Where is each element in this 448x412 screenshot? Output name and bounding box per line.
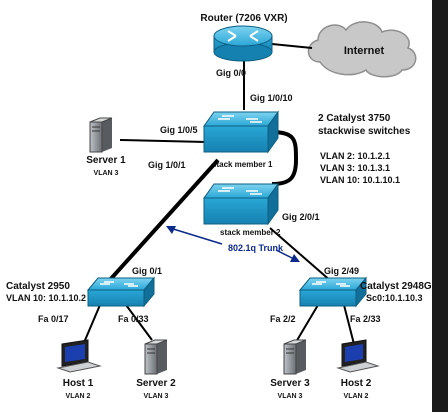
link-router-internet	[271, 43, 313, 49]
server-3-icon	[283, 339, 307, 375]
link-server1-stack	[119, 139, 207, 143]
host-1-laptop-icon	[56, 339, 102, 373]
stack-member-1-label: stack member 1	[212, 160, 273, 169]
stackwise-cable	[269, 130, 299, 186]
trunk-link-2950	[106, 158, 220, 284]
server-1-vlan: VLAN 3	[94, 170, 119, 177]
trunk-arrowhead-left	[166, 226, 176, 234]
link-2950-server2	[125, 304, 153, 341]
stack-member-2-icon	[203, 182, 279, 226]
cat2950-title: Catalyst 2950	[6, 281, 70, 292]
cat2948-subtitle: Sc0:10.1.10.3	[366, 293, 423, 303]
stack1-uplink-port: Gig 1/0/10	[250, 93, 293, 103]
catalyst-2948g-icon	[298, 276, 368, 308]
stack1-down-port: Gig 1/0/1	[148, 160, 186, 170]
cat2948-port-right: Fa 2/33	[350, 314, 381, 324]
host-2-name: Host 2	[341, 378, 372, 389]
host-2-laptop-icon	[336, 339, 380, 373]
frame-edge	[432, 0, 448, 412]
cat2948-title: Catalyst 2948G	[360, 281, 432, 292]
trunk-arrowhead-right	[290, 254, 300, 262]
stack1-server-port: Gig 1/0/5	[160, 125, 198, 135]
host-1-name: Host 1	[63, 378, 94, 389]
stack-vlan-2: VLAN 2: 10.1.2.1	[320, 151, 390, 161]
host-2-vlan: VLAN 2	[344, 393, 369, 400]
link-2948-server3	[295, 304, 319, 343]
link-stack2-2948	[269, 227, 333, 283]
server-1-icon	[89, 117, 113, 153]
internet-cloud: Internet	[307, 21, 417, 78]
server-3-name: Server 3	[270, 378, 310, 389]
internet-label: Internet	[344, 45, 385, 57]
stack2-down-port: Gig 2/0/1	[282, 212, 320, 222]
cat2948-port-left: Fa 2/2	[270, 314, 296, 324]
cat2950-port-left: Fa 0/17	[38, 314, 69, 324]
stack-vlan-3: VLAN 3: 10.1.3.1	[320, 163, 390, 173]
cat2950-subtitle: VLAN 10: 10.1.10.2	[6, 293, 86, 303]
trunk-label: 802.1q Trunk	[228, 243, 284, 253]
trunk-arrow-left	[169, 227, 223, 245]
router-port-label: Gig 0/0	[216, 68, 246, 78]
server-1-name: Server 1	[86, 155, 126, 166]
stack-member-1-icon	[203, 110, 279, 154]
server-2-vlan: VLAN 3	[144, 393, 169, 400]
server-2-icon	[144, 339, 168, 375]
cat2948-uplink-port: Gig 2/49	[324, 266, 359, 276]
server-2-name: Server 2	[136, 378, 176, 389]
server-3-vlan: VLAN 3	[278, 393, 303, 400]
host-1-vlan: VLAN 2	[66, 393, 91, 400]
router-icon	[213, 25, 273, 62]
stack-title: 2 Catalyst 3750	[318, 113, 391, 124]
stack-vlan-10: VLAN 10: 10.1.10.1	[320, 175, 400, 185]
stack-member-2-label: stack member 2	[220, 228, 281, 237]
cat2950-uplink-port: Gig 0/1	[132, 266, 162, 276]
router-title: Router (7206 VXR)	[200, 13, 287, 24]
catalyst-2950-icon	[86, 276, 156, 308]
stack-subtitle: stackwise switches	[318, 126, 411, 137]
cat2950-port-right: Fa 0/33	[118, 314, 149, 324]
